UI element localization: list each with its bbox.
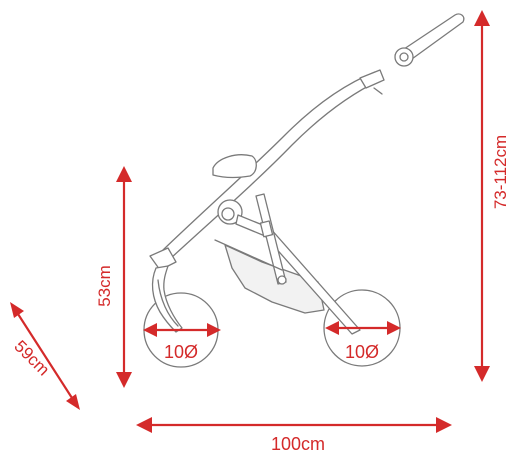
seat-height-arrow xyxy=(116,166,132,388)
dimension-arrows xyxy=(10,10,490,433)
handle-grip xyxy=(394,13,465,65)
handle-height-label: 73-112cm xyxy=(491,135,510,209)
front-fork xyxy=(151,265,183,333)
seat-hub-inner xyxy=(221,207,235,221)
handle-joint-inner xyxy=(399,52,409,62)
stroller-drawing xyxy=(143,13,465,368)
seat-height-label: 53cm xyxy=(95,265,114,307)
cross-bar xyxy=(214,239,283,271)
strut-sleeve xyxy=(259,220,274,238)
front-wheel-arrow xyxy=(143,323,221,337)
length-label: 100cm xyxy=(271,434,325,454)
handle-joint xyxy=(394,47,414,67)
depth-arrow xyxy=(10,302,80,410)
front-wheel-label: 10Ø xyxy=(164,342,198,362)
rear-wheel-arrow xyxy=(325,321,401,335)
canopy-mount xyxy=(212,154,257,179)
handle-height-arrow xyxy=(474,10,490,382)
adjuster-trigger xyxy=(373,87,383,95)
front-leg xyxy=(149,247,177,271)
length-arrow xyxy=(136,417,452,433)
adjuster-collar xyxy=(359,69,385,89)
fork-inner xyxy=(157,279,179,327)
rear-wheel-label: 10Ø xyxy=(345,342,379,362)
strut-pivot xyxy=(277,275,287,285)
